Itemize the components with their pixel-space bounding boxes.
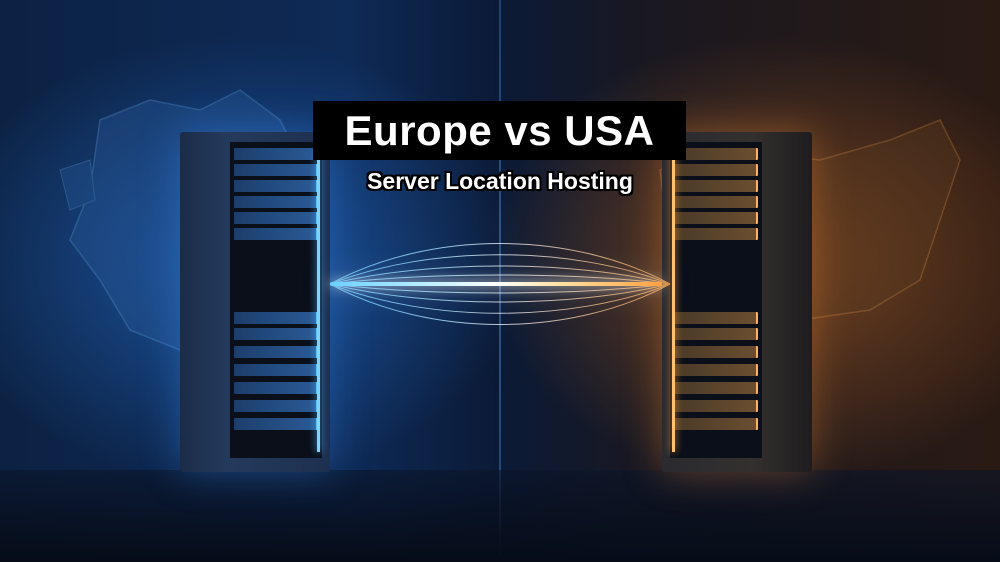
- page-title: Europe vs USA: [344, 106, 655, 154]
- server-rack-usa: [662, 132, 812, 472]
- light-beam: [330, 282, 662, 286]
- led-strip: [672, 152, 675, 452]
- server-rack-europe: [180, 132, 330, 472]
- reflective-floor: [0, 470, 1000, 562]
- fiber-optic-connection: [329, 243, 671, 325]
- center-divider: [499, 0, 501, 562]
- led-strip: [317, 152, 320, 452]
- page-subtitle: Server Location Hosting: [367, 168, 633, 194]
- title-banner: Europe vs USA: [313, 101, 686, 160]
